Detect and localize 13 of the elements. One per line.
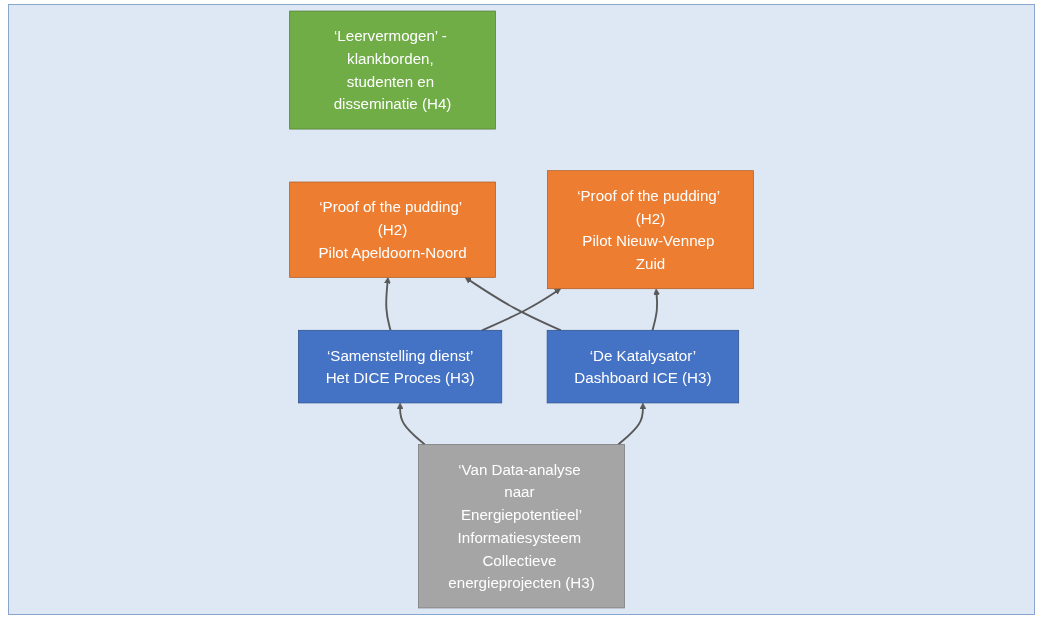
arrow <box>651 288 660 332</box>
node-box <box>547 170 754 290</box>
node-box <box>418 444 625 609</box>
arrow <box>464 277 562 332</box>
node-box <box>289 10 496 130</box>
node-box <box>298 329 503 404</box>
node-box <box>289 181 496 278</box>
arrow <box>384 277 392 332</box>
node-box <box>546 329 740 404</box>
flowchart: ‘Leervermogen’ - klankborden, studenten en disseminatie (H4) ‘Proof of the pudding’ (H2) Pilot Apeldoorn-Noord ‘Proof of the pudding’ (H2) Pilot Nieuw-Vennep Zuid ‘Samenstelling dienst’ Het DICE Proces (H3) ‘De Katalysator’ Dashboard ICE (H3) ‘Van Data-analyse naar Energiepotentieel’ Informatiesysteem Collectieve energieprojecten (H3) <box>9 5 1034 614</box>
arrow <box>396 402 426 446</box>
arrow <box>481 288 561 332</box>
arrow <box>617 402 647 446</box>
